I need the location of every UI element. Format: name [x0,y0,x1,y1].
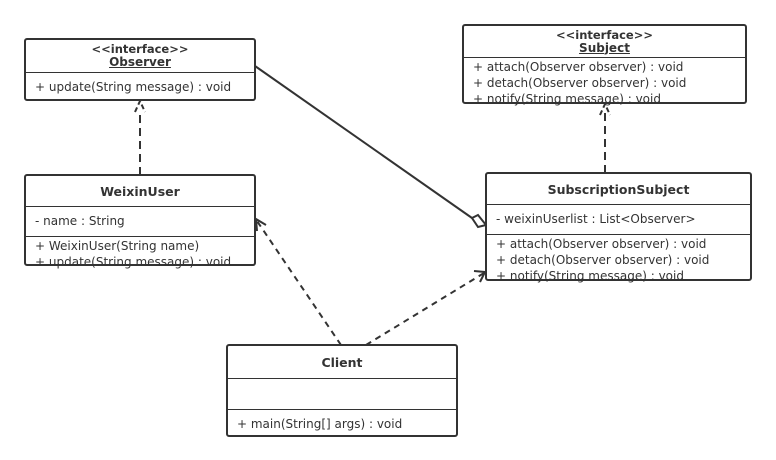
class-subject[interactable]: <<interface>> Subject + attach(Observer … [462,24,747,107]
methods-section: + main(String[] args) : void [228,410,456,432]
attributes-section: - weixinUserlist : List<Observer> [487,205,750,235]
method: + detach(Observer observer) : void [496,253,710,267]
class-name: SubscriptionSubject [547,181,690,197]
method: + attach(Observer observer) : void [473,60,684,74]
method: + notify(String message) : void [473,92,661,106]
class-name: WeixinUser [100,183,180,199]
class-name: Client [321,354,363,370]
aggregation-diamond [470,213,488,229]
attribute: - weixinUserlist : List<Observer> [496,212,696,226]
realization-arrow-subject [599,101,611,116]
class-header: SubscriptionSubject [487,174,750,205]
attributes-section: - name : String [26,207,254,237]
class-observer[interactable]: <<interface>> Observer + update(String m… [24,38,256,101]
class-name: Subject [579,40,630,55]
method: + update(String message) : void [35,255,232,269]
class-header: <<interface>> Observer [26,40,254,73]
dependency-arrow-weixinuser [254,217,267,232]
class-subscriptionsubject[interactable]: SubscriptionSubject - weixinUserlist : L… [485,172,752,284]
method: + main(String[] args) : void [237,417,403,431]
aggregation-line [254,65,473,219]
method: + attach(Observer observer) : void [496,237,707,251]
class-client[interactable]: Client + main(String[] args) : void [226,344,458,437]
class-header: <<interface>> Subject [464,26,745,58]
method: + notify(String message) : void [496,269,684,283]
class-name: Observer [109,55,171,69]
class-header: WeixinUser [26,176,254,207]
method: + detach(Observer observer) : void [473,76,687,90]
stereotype: <<interface>> [91,42,189,56]
class-header: Client [228,346,456,379]
attribute: - name : String [35,214,125,228]
dependency-line-weixinuser [256,220,342,346]
attributes-section [228,379,456,410]
class-weixinuser[interactable]: WeixinUser - name : String + WeixinUser(… [24,174,256,269]
methods-section: + attach(Observer observer) : void + det… [487,235,750,284]
method: + WeixinUser(String name) [35,239,200,253]
realization-arrow-observer [134,98,146,113]
methods-section: + WeixinUser(String name) + update(Strin… [26,237,254,270]
method: + update(String message) : void [35,80,232,94]
dependency-line-subscription [365,272,485,346]
methods-section: + update(String message) : void [26,73,254,95]
methods-section: + attach(Observer observer) : void + det… [464,58,745,107]
stereotype: <<interface>> [555,27,654,42]
